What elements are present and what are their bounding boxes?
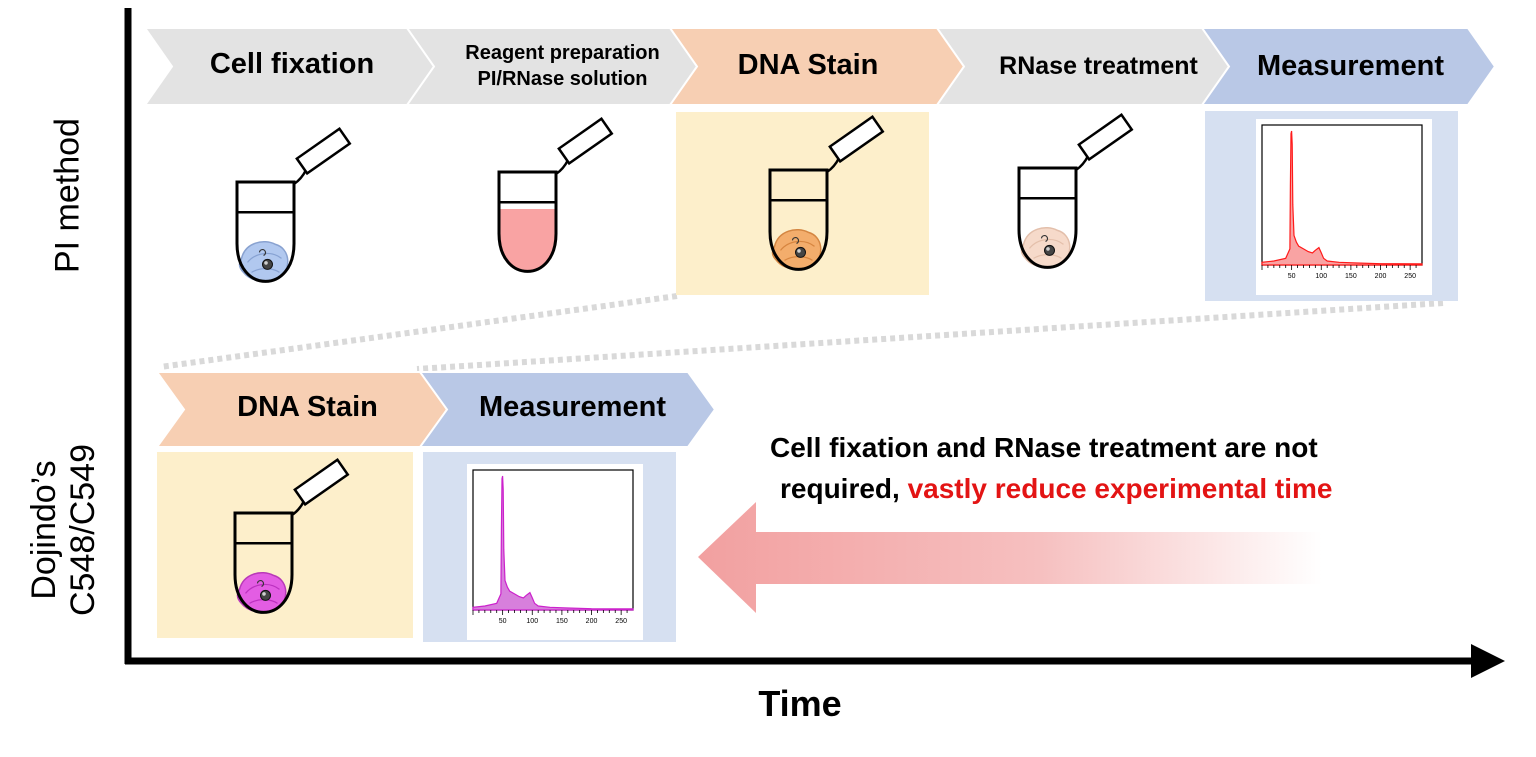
chevron-dojindo-step-2 xyxy=(418,371,717,448)
step-label-dna-stain-bottom: DNA Stain xyxy=(237,391,378,423)
tube-with-red-solution-icon xyxy=(497,117,614,273)
histogram-dojindo: 50 100 150 200 250 xyxy=(467,464,643,640)
histogram-tick-label: 100 xyxy=(1315,273,1327,280)
chevron-pi-step-2 xyxy=(405,27,700,106)
step-label-reagent-preparation: Reagent preparation xyxy=(465,42,660,64)
step-chevrons xyxy=(143,27,1497,448)
y-label-dojindo-line1: Dojindo’s xyxy=(25,460,63,600)
guide-line-left xyxy=(159,293,678,370)
callout-line2-plain: required, xyxy=(780,473,908,504)
y-label-pi-method: PI method xyxy=(48,118,87,274)
callout-line1: Cell fixation and RNase treatment are no… xyxy=(770,432,1318,463)
tube-with-stained-cells-magenta-icon xyxy=(233,458,350,614)
step-label-measurement-top: Measurement xyxy=(1257,50,1444,82)
callout-line2: required, vastly reduce experimental tim… xyxy=(780,473,1332,505)
step-label-dna-stain-top: DNA Stain xyxy=(737,49,879,81)
y-label-dojindo-line2: C548/C549 xyxy=(64,444,103,617)
step-label-cell-fixation: Cell fixation xyxy=(209,48,375,80)
step-label-measurement-bottom: Measurement xyxy=(479,391,666,423)
dna-stain-panel-bottom xyxy=(157,452,413,638)
callout-highlight: vastly reduce experimental time xyxy=(907,473,1333,504)
y-label-dojindo: Dojindo’s C548/C549 xyxy=(25,430,105,630)
step-label-rnase-treatment: RNase treatment xyxy=(999,52,1198,80)
x-label-time: Time xyxy=(758,683,842,724)
histogram-tick-label: 250 xyxy=(1404,273,1416,280)
histogram-tick-label: 100 xyxy=(526,618,538,625)
step-label-reagent-solution: PI/RNase solution xyxy=(477,68,648,90)
chevron-pi-step-5 xyxy=(1200,27,1497,106)
histogram-tick-label: 150 xyxy=(1345,273,1357,280)
guide-line-right xyxy=(416,300,1444,372)
histogram-pi-method: 50 100 150 200 250 xyxy=(1256,119,1432,295)
histogram-tick-label: 200 xyxy=(1375,273,1387,280)
tube-with-cells-blue-icon xyxy=(235,127,352,283)
left-arrow-gradient-icon xyxy=(698,502,1322,613)
tube-with-stained-cells-orange-icon xyxy=(768,115,885,271)
tubes xyxy=(233,113,1134,614)
histograms: 50 100 150 200 250 50 100 150 200 250 xyxy=(467,119,1432,640)
histogram-tick-label: 50 xyxy=(499,618,507,625)
histogram-tick-label: 150 xyxy=(556,618,568,625)
x-axis-arrowhead xyxy=(1471,644,1505,678)
tube-with-pale-cells-icon xyxy=(1017,113,1134,269)
histogram-tick-label: 200 xyxy=(586,618,598,625)
histogram-tick-label: 50 xyxy=(1288,273,1296,280)
histogram-tick-label: 250 xyxy=(615,618,627,625)
